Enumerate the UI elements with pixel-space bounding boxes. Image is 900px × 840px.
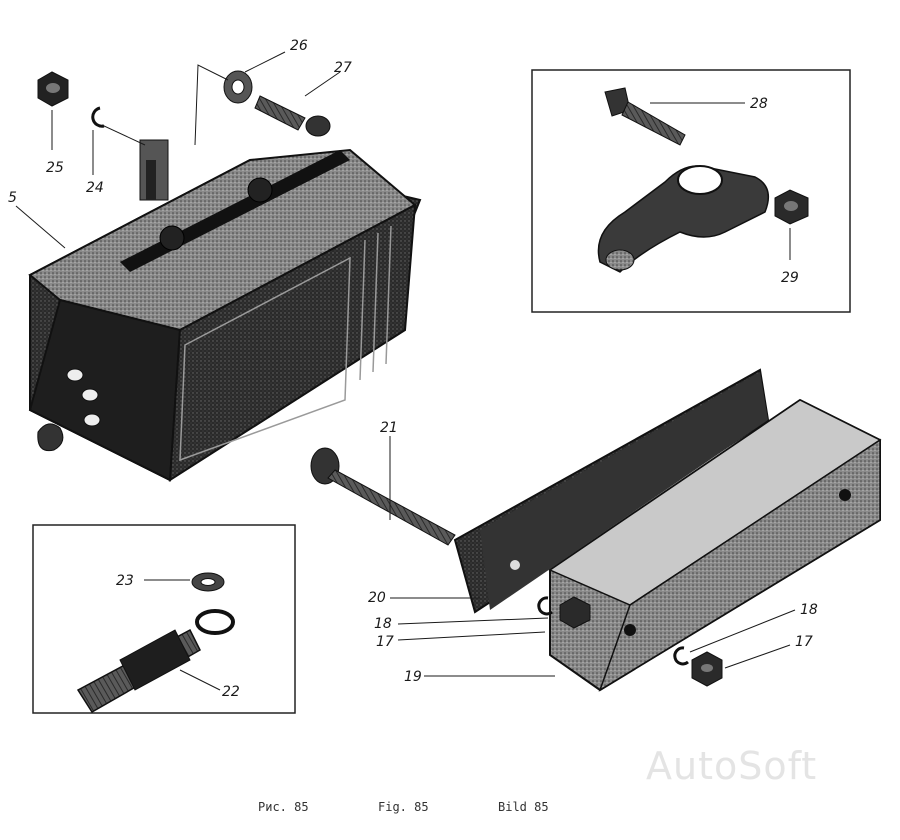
nut-29	[774, 189, 809, 225]
callout-18b: 18	[800, 602, 818, 618]
caption-en: Fig. 85	[378, 800, 429, 814]
spring-washer-18b	[673, 646, 689, 666]
callout-18a: 18	[374, 616, 392, 632]
bolt-27	[254, 95, 331, 137]
channel-bracket-19	[548, 398, 882, 692]
washer-26	[223, 70, 253, 104]
callout-26: 26	[290, 38, 308, 54]
caption-ru: Рис. 85	[258, 800, 309, 814]
relay-box	[28, 139, 422, 482]
figure-captions: Рис. 85 Fig. 85 Bild 85	[0, 800, 900, 820]
callout-17b: 17	[795, 634, 813, 650]
spring-washer-18a	[537, 596, 553, 616]
inset-clamp-box	[531, 69, 851, 313]
inset-terminal-box	[32, 524, 296, 714]
clamp-terminal	[597, 165, 770, 273]
bolt-28	[604, 87, 686, 146]
callout-25: 25	[46, 160, 64, 176]
callout-27: 27	[334, 60, 352, 76]
terminal-22	[76, 609, 235, 714]
callout-29: 29	[781, 270, 799, 286]
callout-19: 19	[404, 669, 422, 685]
bolt-21	[310, 447, 456, 546]
spring-washer-24	[91, 106, 105, 128]
support-plate-20	[453, 368, 770, 614]
callout-20: 20	[368, 590, 386, 606]
callout-24: 24	[86, 180, 104, 196]
nut-17b	[691, 651, 723, 687]
callout-23: 23	[116, 573, 134, 589]
leader-lines	[15, 51, 796, 691]
nut-25	[37, 71, 69, 107]
callout-17a: 17	[376, 634, 394, 650]
washer-23	[191, 572, 225, 592]
callout-28: 28	[750, 96, 768, 112]
callout-22: 22	[222, 684, 240, 700]
callout-21: 21	[380, 420, 398, 436]
nut-17a	[559, 596, 591, 629]
callout-5: 5	[8, 190, 17, 206]
caption-de: Bild 85	[498, 800, 549, 814]
callout-labels: 25 24 5 26 27 28 29 21 20 18 17 19 18 17…	[8, 38, 818, 700]
watermark-text: AutoSoft	[646, 744, 818, 788]
